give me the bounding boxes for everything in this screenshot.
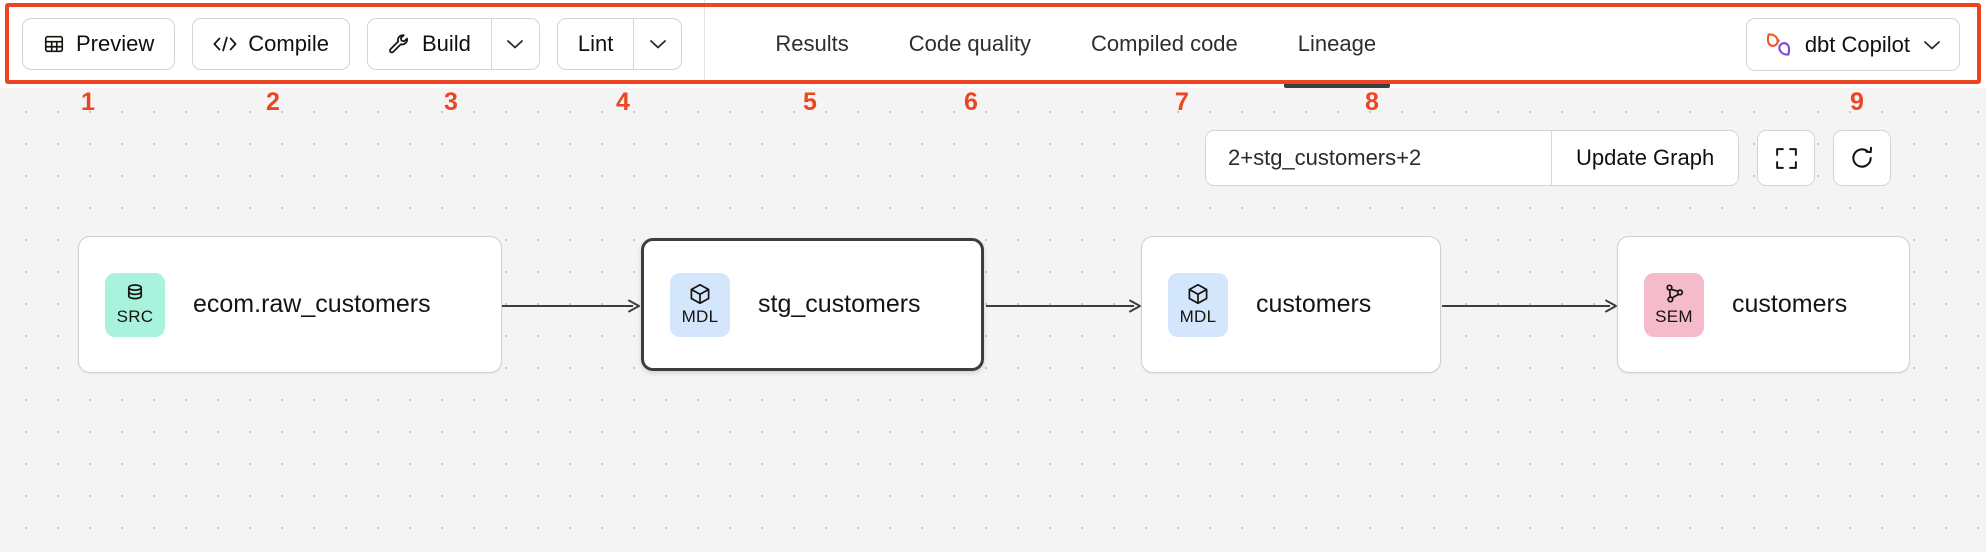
node-badge-src: SRC <box>105 272 165 337</box>
node-badge-mdl: MDL <box>670 272 730 337</box>
selector-group: 2+stg_customers+2 Update Graph <box>1205 130 1740 186</box>
lint-button-group[interactable]: Lint <box>556 18 683 70</box>
tab-bar: Results Code quality Compiled code Linea… <box>745 0 1406 88</box>
dbt-copilot-label: dbt Copilot <box>1804 31 1910 57</box>
node-badge-label: MDL <box>681 307 719 326</box>
tab-lineage-label: Lineage <box>1297 31 1377 56</box>
tab-active-indicator <box>1283 83 1391 88</box>
cube-icon <box>1186 282 1210 306</box>
dbt-copilot-icon <box>1765 31 1792 58</box>
tab-results[interactable]: Results <box>745 0 878 88</box>
node-badge-label: SRC <box>116 307 154 326</box>
selector-input[interactable]: 2+stg_customers+2 <box>1228 145 1422 170</box>
preview-button[interactable]: Preview <box>22 18 176 70</box>
chevron-down-icon <box>506 38 524 50</box>
annotation-marker-4: 4 <box>616 88 630 116</box>
annotation-marker-9: 9 <box>1850 88 1864 116</box>
preview-button-label: Preview <box>76 31 155 56</box>
annotation-marker-7: 7 <box>1175 88 1189 116</box>
refresh-button[interactable] <box>1833 130 1892 186</box>
chevron-down-icon <box>1923 39 1941 51</box>
annotation-marker-8: 8 <box>1365 88 1379 116</box>
node-label: customers <box>1732 290 1848 318</box>
lineage-node-mdl-stg-customers[interactable]: MDL stg_customers <box>641 238 984 371</box>
node-badge-mdl: MDL <box>1168 272 1228 337</box>
chevron-down-icon <box>649 38 667 50</box>
edge-src-to-stg <box>502 299 640 313</box>
table-icon <box>43 33 65 55</box>
toolbar-divider <box>704 0 706 84</box>
edge-customers-to-sem <box>1442 299 1617 313</box>
compile-button-label: Compile <box>248 31 329 56</box>
dbt-copilot-button[interactable]: dbt Copilot <box>1745 18 1960 71</box>
lint-button[interactable]: Lint <box>558 19 633 69</box>
lineage-canvas[interactable]: 2+stg_customers+2 Update Graph <box>0 88 1986 552</box>
graph-controls: 2+stg_customers+2 Update Graph <box>1205 130 1892 186</box>
lint-button-label: Lint <box>577 31 614 56</box>
database-icon <box>123 282 147 306</box>
build-button[interactable]: Build <box>368 19 491 69</box>
edge-stg-to-customers <box>986 299 1141 313</box>
fullscreen-button[interactable] <box>1757 130 1816 186</box>
annotation-markers: 1 2 3 4 5 6 7 8 9 <box>0 88 1986 128</box>
annotation-marker-2: 2 <box>266 88 280 116</box>
node-badge-label: MDL <box>1179 307 1217 326</box>
wrench-icon <box>388 33 411 56</box>
annotation-marker-6: 6 <box>964 88 978 116</box>
node-badge-label: SEM <box>1655 307 1693 326</box>
tab-results-label: Results <box>775 31 849 56</box>
annotation-marker-5: 5 <box>803 88 817 116</box>
code-brackets-icon <box>213 34 237 54</box>
node-label: stg_customers <box>758 290 921 318</box>
lint-dropdown-toggle[interactable] <box>633 19 681 69</box>
refresh-icon <box>1849 145 1875 171</box>
lineage-node-mdl-customers[interactable]: MDL customers <box>1141 236 1441 373</box>
cube-icon <box>688 282 712 306</box>
semantic-graph-icon <box>1662 282 1686 306</box>
fullscreen-icon <box>1774 146 1799 171</box>
build-button-label: Build <box>421 31 471 56</box>
tab-code-quality-label: Code quality <box>908 31 1032 56</box>
compile-button[interactable]: Compile <box>192 18 350 70</box>
tab-compiled-code[interactable]: Compiled code <box>1061 0 1268 88</box>
lineage-node-src-ecom-raw-customers[interactable]: SRC ecom.raw_customers <box>78 236 502 373</box>
node-label: customers <box>1256 290 1372 318</box>
tab-compiled-code-label: Compiled code <box>1091 31 1238 56</box>
lineage-node-sem-customers[interactable]: SEM customers <box>1617 236 1910 373</box>
build-dropdown-toggle[interactable] <box>490 19 539 69</box>
top-toolbar: Preview Compile Build <box>0 0 1986 88</box>
node-badge-sem: SEM <box>1644 272 1704 337</box>
tab-code-quality[interactable]: Code quality <box>879 0 1061 88</box>
build-button-group[interactable]: Build <box>366 18 540 70</box>
annotation-marker-1: 1 <box>81 88 95 116</box>
tab-lineage[interactable]: Lineage <box>1268 0 1406 88</box>
update-graph-button[interactable]: Update Graph <box>1551 131 1738 185</box>
node-label: ecom.raw_customers <box>193 290 431 318</box>
annotation-marker-3: 3 <box>444 88 458 116</box>
